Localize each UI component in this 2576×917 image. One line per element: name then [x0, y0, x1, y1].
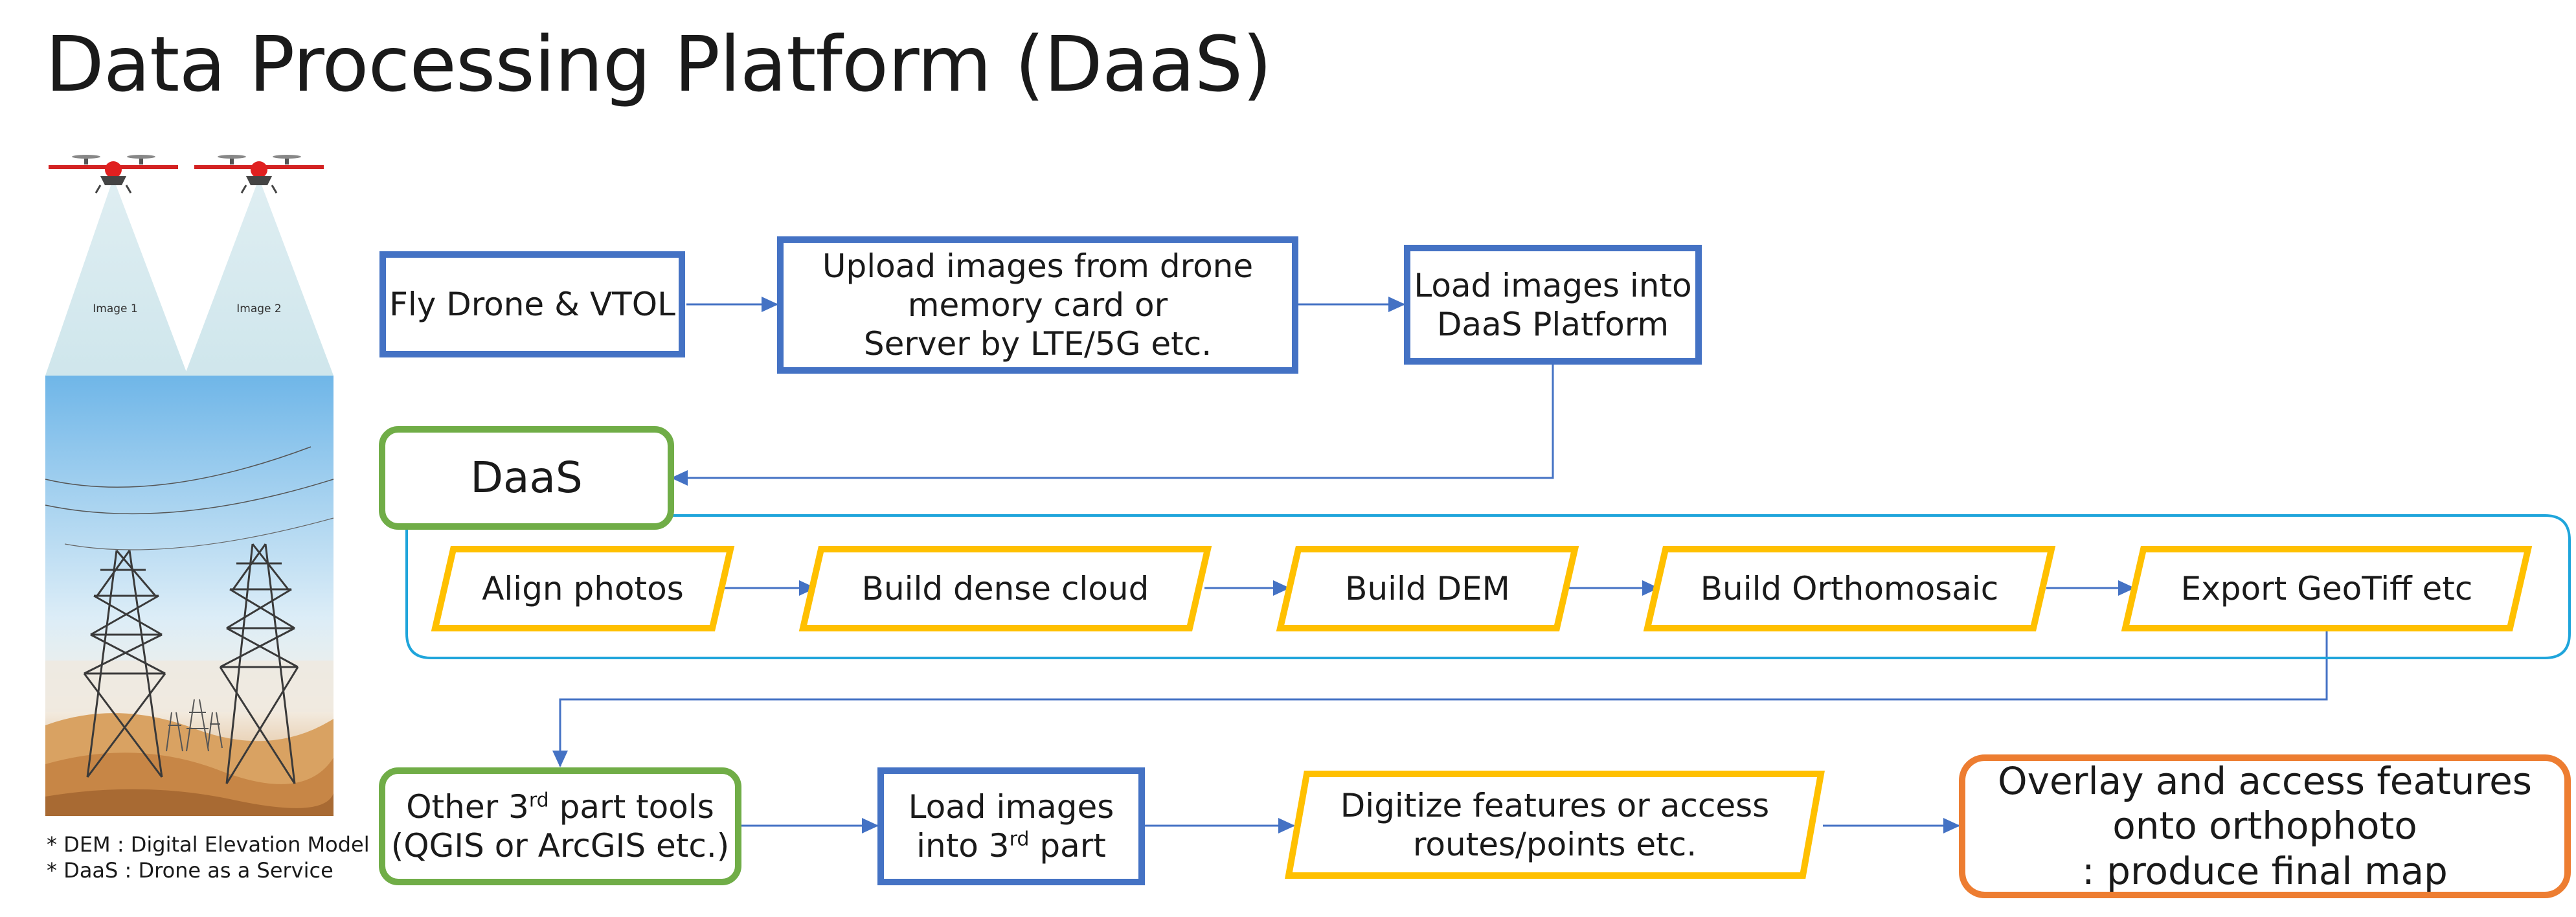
- load-3rd-line-1: Load images: [908, 788, 1114, 826]
- upload-line-3: Server by LTE/5G etc.: [863, 325, 1212, 363]
- align-photos-label: Align photos: [482, 570, 684, 607]
- camera-cone-2: [185, 178, 333, 376]
- build-dem-shape: [1276, 546, 1579, 631]
- build-dense-cloud-shape: [798, 546, 1212, 631]
- arrow-load-to-daas: [671, 365, 1554, 486]
- build-orthomosaic-node: Build Orthomosaic: [1647, 549, 2051, 628]
- align-photos-shape: [431, 546, 735, 631]
- drone-2-icon: [194, 155, 324, 194]
- camera-cone-1: [45, 178, 188, 376]
- build-dem-node: Build DEM: [1280, 549, 1575, 628]
- overlay-line-3: : produce final map: [2082, 848, 2448, 893]
- build-orthomosaic-label: Build Orthomosaic: [1700, 570, 1999, 607]
- fly-drone-box: Fly Drone & VTOL: [379, 251, 685, 357]
- export-geotiff-shape: [2121, 546, 2533, 631]
- upload-line-1: Upload images from drone: [822, 247, 1254, 285]
- image-1-label: Image 1: [93, 302, 137, 315]
- other-tools-line-2: (QGIS or ArcGIS etc.): [390, 827, 730, 865]
- load-daas-line-2: DaaS Platform: [1436, 305, 1669, 343]
- digitize-line-1: Digitize features or access: [1340, 786, 1770, 824]
- load-daas-line-1: Load images into: [1414, 266, 1692, 304]
- fly-drone-label: Fly Drone & VTOL: [389, 286, 675, 323]
- export-geotiff-node: Export GeoTiff etc: [2125, 549, 2528, 628]
- upload-images-box: Upload images from drone memory card or …: [777, 236, 1298, 374]
- build-orthomosaic-shape: [1643, 546, 2056, 631]
- build-dense-cloud-node: Build dense cloud: [803, 549, 1208, 628]
- footnote-dem: * DEM : Digital Elevation Model: [47, 832, 370, 857]
- build-dense-cloud-label: Build dense cloud: [861, 570, 1149, 607]
- digitize-node: Digitize features or access routes/point…: [1289, 774, 1821, 876]
- digitize-line-2: routes/points etc.: [1412, 825, 1697, 863]
- upload-line-2: memory card or: [907, 286, 1168, 324]
- other-tools-box: Other 3rd part tools (QGIS or ArcGIS etc…: [379, 767, 741, 885]
- load-daas-box: Load images into DaaS Platform: [1404, 245, 1702, 365]
- overlay-final-map-box: Overlay and access features onto orthoph…: [1959, 754, 2571, 898]
- daas-box: DaaS: [379, 426, 674, 530]
- build-dem-label: Build DEM: [1345, 570, 1510, 607]
- digitize-shape: [1285, 771, 1825, 879]
- pipeline-container: [405, 514, 2571, 659]
- arrow-export-to-other: [552, 631, 2328, 767]
- page-title: Data Processing Platform (DaaS): [45, 19, 1272, 109]
- footnote-daas: * DaaS : Drone as a Service: [47, 858, 333, 883]
- align-photos-node: Align photos: [435, 549, 730, 628]
- overlay-line-2: onto orthophoto: [2112, 804, 2417, 848]
- drone-1-icon: [49, 155, 178, 194]
- load-3rd-party-box: Load images into 3rd part: [877, 767, 1145, 885]
- drone-illustration: Image 1 Image 2: [45, 155, 334, 816]
- daas-label: DaaS: [470, 453, 583, 503]
- image-2-label: Image 2: [236, 302, 281, 315]
- load-3rd-line-2: into 3rd part: [916, 827, 1106, 865]
- export-geotiff-label: Export GeoTiff etc: [2180, 570, 2473, 607]
- other-tools-line-1: Other 3rd part tools: [406, 788, 714, 826]
- overlay-line-1: Overlay and access features: [1998, 758, 2532, 803]
- landscape-photo: [45, 376, 334, 816]
